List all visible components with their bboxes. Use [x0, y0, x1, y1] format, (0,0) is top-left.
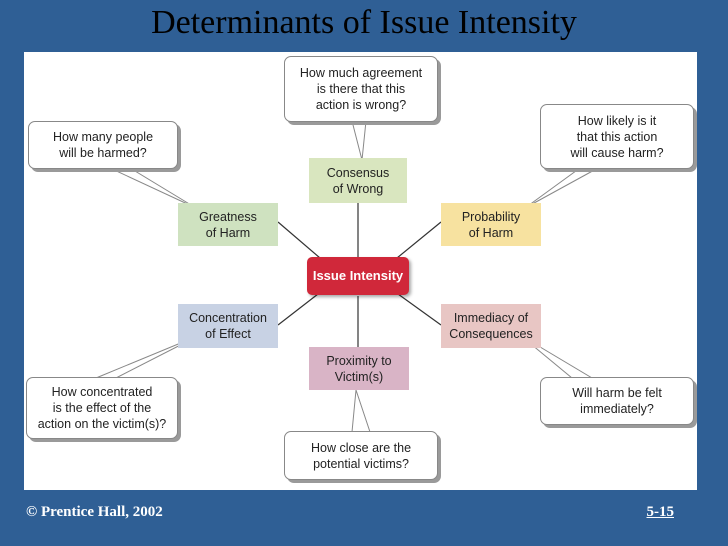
question-bubble-concentration: How concentrated is the effect of the ac…: [26, 377, 178, 439]
connector-immediacy: [397, 293, 442, 326]
copyright-text: © Prentice Hall, 2002: [26, 504, 163, 520]
issue-intensity-node: Issue Intensity: [307, 257, 409, 295]
connector-concentration: [277, 293, 319, 326]
tail-consensus: [351, 120, 367, 161]
factor-immediacy-of-consequences: Immediacy of Consequences: [441, 304, 541, 348]
connector-greatness: [277, 221, 321, 259]
tail-probability: [524, 167, 599, 209]
factor-probability-of-harm: Probability of Harm: [441, 203, 541, 246]
connector-probability: [396, 221, 442, 259]
question-bubble-greatness: How many people will be harmed?: [28, 121, 178, 169]
tail-greatness: [109, 167, 197, 209]
question-bubble-proximity: How close are the potential victims?: [284, 431, 438, 480]
factor-consensus-of-wrong: Consensus of Wrong: [309, 158, 407, 203]
tail-proximity: [351, 389, 371, 433]
question-bubble-immediacy: Will harm be felt immediately?: [540, 377, 694, 425]
factor-proximity-to-victims: Proximity to Victim(s): [309, 347, 409, 390]
question-bubble-consensus: How much agreement is there that this ac…: [284, 56, 438, 122]
slide-number: 5-15: [646, 504, 675, 520]
factor-greatness-of-harm: Greatness of Harm: [178, 203, 278, 246]
slide-title: Determinants of Issue Intensity: [151, 4, 577, 41]
question-bubble-probability: How likely is it that this action will c…: [540, 104, 694, 169]
factor-concentration-of-effect: Concentration of Effect: [178, 304, 278, 348]
